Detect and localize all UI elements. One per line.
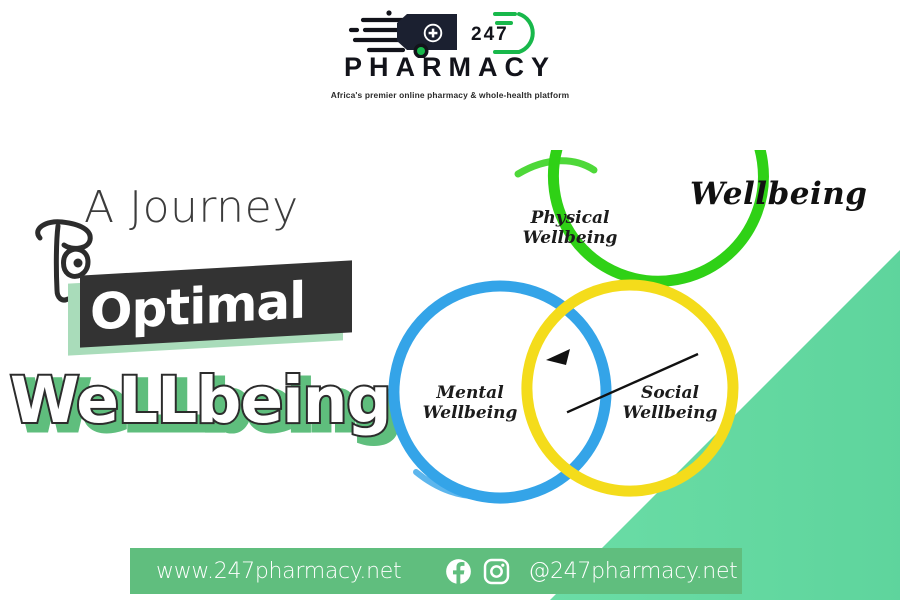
venn-label-mental: Mental Wellbeing <box>400 383 540 423</box>
venn-label-physical: Physical Wellbeing <box>500 208 640 248</box>
speed-lines-icon <box>348 10 410 53</box>
venn-circle-mental <box>388 280 612 504</box>
venn-label-mental-line2: Wellbeing <box>422 403 518 424</box>
footer-bar <box>130 548 740 594</box>
venn-label-social-line2: Wellbeing <box>622 403 718 424</box>
footer-bar-notch <box>700 548 742 594</box>
footer-content: www.247pharmacy.net @247pharmacy.net <box>130 548 740 594</box>
headline-line-3: Optimal <box>90 271 306 342</box>
footer-website-link[interactable]: www.247pharmacy.net <box>156 558 402 584</box>
green-arc-icon <box>493 12 535 54</box>
venn-label-physical-line2: Wellbeing <box>522 228 618 249</box>
diagram-pointer-label: Wellbeing <box>690 176 868 212</box>
venn-label-physical-line1: Physical <box>530 208 610 228</box>
footer-social-icons <box>445 558 510 585</box>
brand-logo: 247 PHARMACY Africa's premier online pha… <box>0 8 900 100</box>
footer-social-handle[interactable]: @247pharmacy.net <box>528 558 738 584</box>
headline-line-4: WeLLbeing <box>8 362 394 439</box>
headline-wellbeing-wrap: WeLLbeing WeLLbeing <box>4 358 424 448</box>
instagram-icon[interactable] <box>483 558 510 585</box>
venn-circle-social <box>521 279 739 497</box>
wellbeing-green-shadow: WeLLbeing <box>14 366 405 448</box>
headline-optimal-banner: Optimal <box>62 260 362 362</box>
headline-line-1: A Journey <box>84 182 299 233</box>
logo-247-text: 247 <box>471 24 509 45</box>
brand-name: PHARMACY <box>343 52 556 82</box>
arrow-pointing-to-center-icon <box>546 349 699 414</box>
brand-tagline: Africa's premier online pharmacy & whole… <box>330 90 570 100</box>
wellbeing-venn-diagram <box>388 150 769 504</box>
venn-label-social: Social Wellbeing <box>600 383 740 423</box>
pharmacy-truck-logo-icon: 247 <box>348 10 535 58</box>
venn-label-mental-line1: Mental <box>436 383 504 403</box>
venn-circle-physical <box>514 150 769 287</box>
facebook-icon[interactable] <box>445 558 472 585</box>
venn-label-social-line1: Social <box>641 383 699 403</box>
